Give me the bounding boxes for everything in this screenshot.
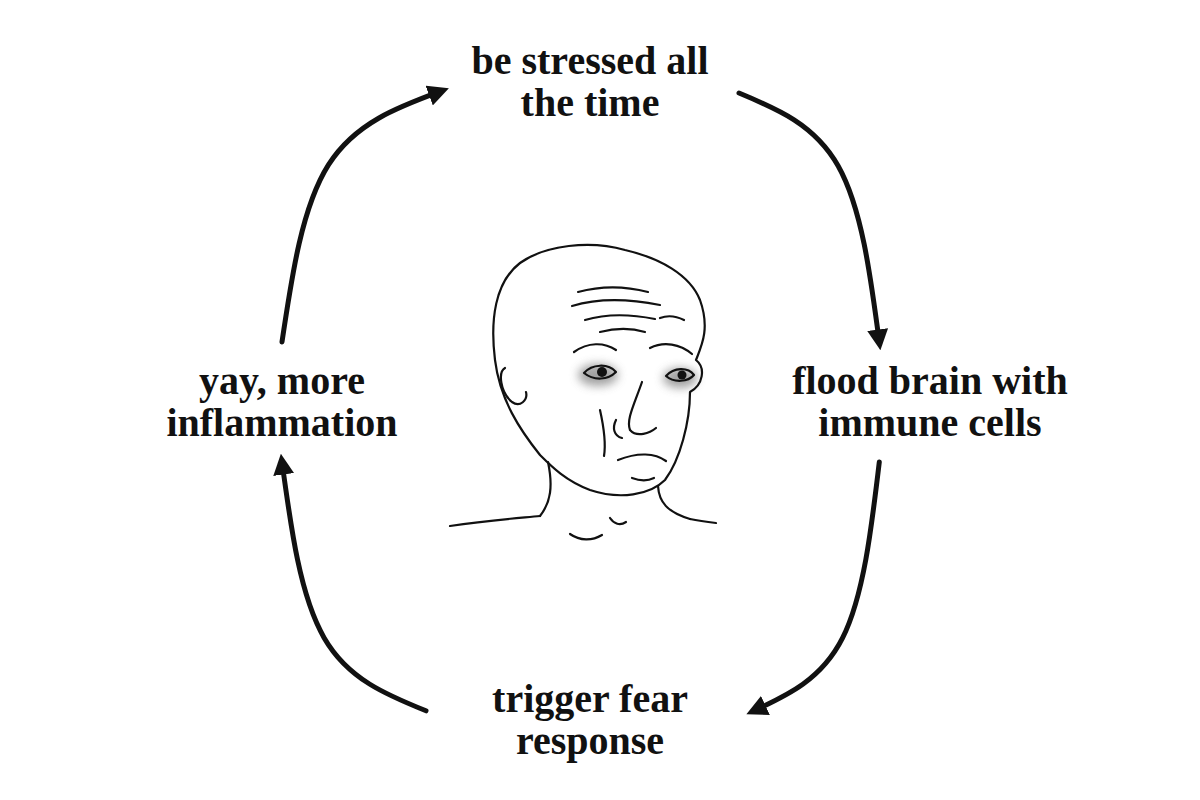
eye bbox=[666, 369, 694, 381]
nose bbox=[614, 420, 622, 438]
forehead-wrinkle bbox=[660, 316, 684, 320]
cycle-step: yay, more inflammation bbox=[127, 356, 437, 448]
step-label: yay, more inflammation bbox=[131, 360, 433, 444]
cycle-arrow bbox=[282, 462, 426, 711]
ear bbox=[501, 368, 526, 404]
shoulder bbox=[450, 516, 540, 526]
neck bbox=[540, 462, 551, 516]
forehead-wrinkle bbox=[572, 300, 660, 306]
collarbone bbox=[610, 518, 626, 524]
cycle-arrow bbox=[754, 462, 879, 711]
mouth bbox=[618, 454, 666, 461]
forehead-wrinkle bbox=[585, 315, 655, 320]
cycle-step: flood brain with immune cells bbox=[735, 356, 1125, 448]
neck bbox=[658, 486, 690, 519]
eyebrow bbox=[574, 344, 616, 352]
eye bbox=[584, 366, 616, 379]
forehead-wrinkle bbox=[600, 329, 645, 332]
step-label: trigger fear response bbox=[444, 678, 736, 762]
cycle-arrow bbox=[739, 93, 879, 342]
step-label: flood brain with immune cells bbox=[739, 360, 1121, 444]
chin-line bbox=[632, 478, 654, 480]
cheek-line bbox=[600, 410, 605, 456]
eye-shadow bbox=[578, 364, 618, 386]
cycle-step: trigger fear response bbox=[440, 674, 740, 766]
cycle-step: be stressed all the time bbox=[455, 36, 725, 128]
head-outline bbox=[493, 245, 704, 495]
nose bbox=[629, 382, 656, 434]
forehead-wrinkle bbox=[578, 288, 648, 293]
collarbone bbox=[570, 534, 602, 539]
step-label: be stressed all the time bbox=[459, 40, 721, 124]
cycle-arrow bbox=[282, 91, 441, 342]
eyebrow bbox=[650, 344, 692, 354]
pupil bbox=[678, 371, 687, 380]
pupil bbox=[597, 367, 607, 377]
shoulder bbox=[690, 519, 716, 523]
eye-shadow bbox=[663, 368, 697, 388]
